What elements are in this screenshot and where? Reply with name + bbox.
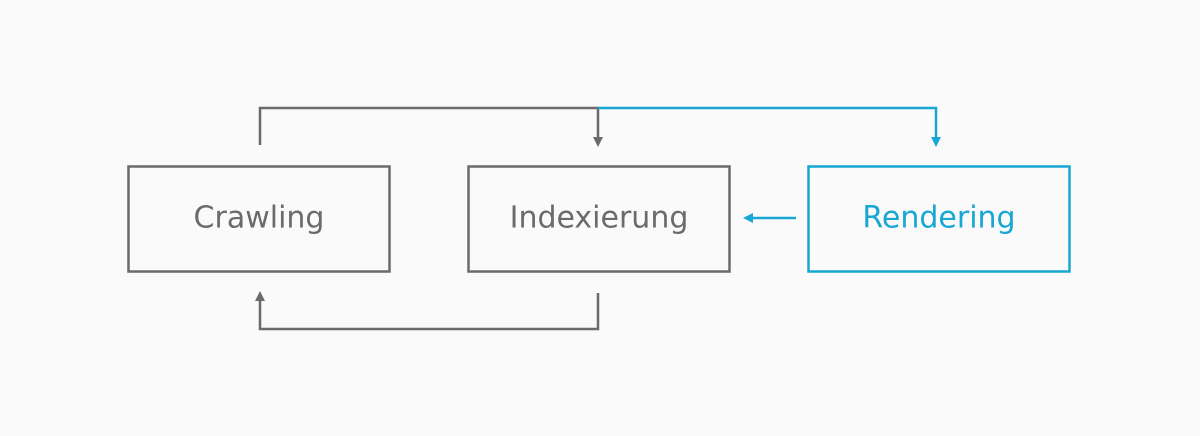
node-rendering: Rendering [807,165,1071,273]
node-indexing: Indexierung [467,165,731,273]
node-rendering-label: Rendering [862,201,1015,236]
node-rendering-box [807,165,1071,273]
connector-indexing-to-crawling [255,291,600,331]
node-indexing-box [467,165,731,273]
node-crawling-label: Crawling [194,201,325,236]
connector-crawling-to-indexing [258,106,603,147]
node-crawling-box [127,165,391,273]
connector-indexing-to-rendering [598,106,941,147]
node-crawling: Crawling [127,165,391,273]
node-indexing-label: Indexierung [510,201,689,236]
